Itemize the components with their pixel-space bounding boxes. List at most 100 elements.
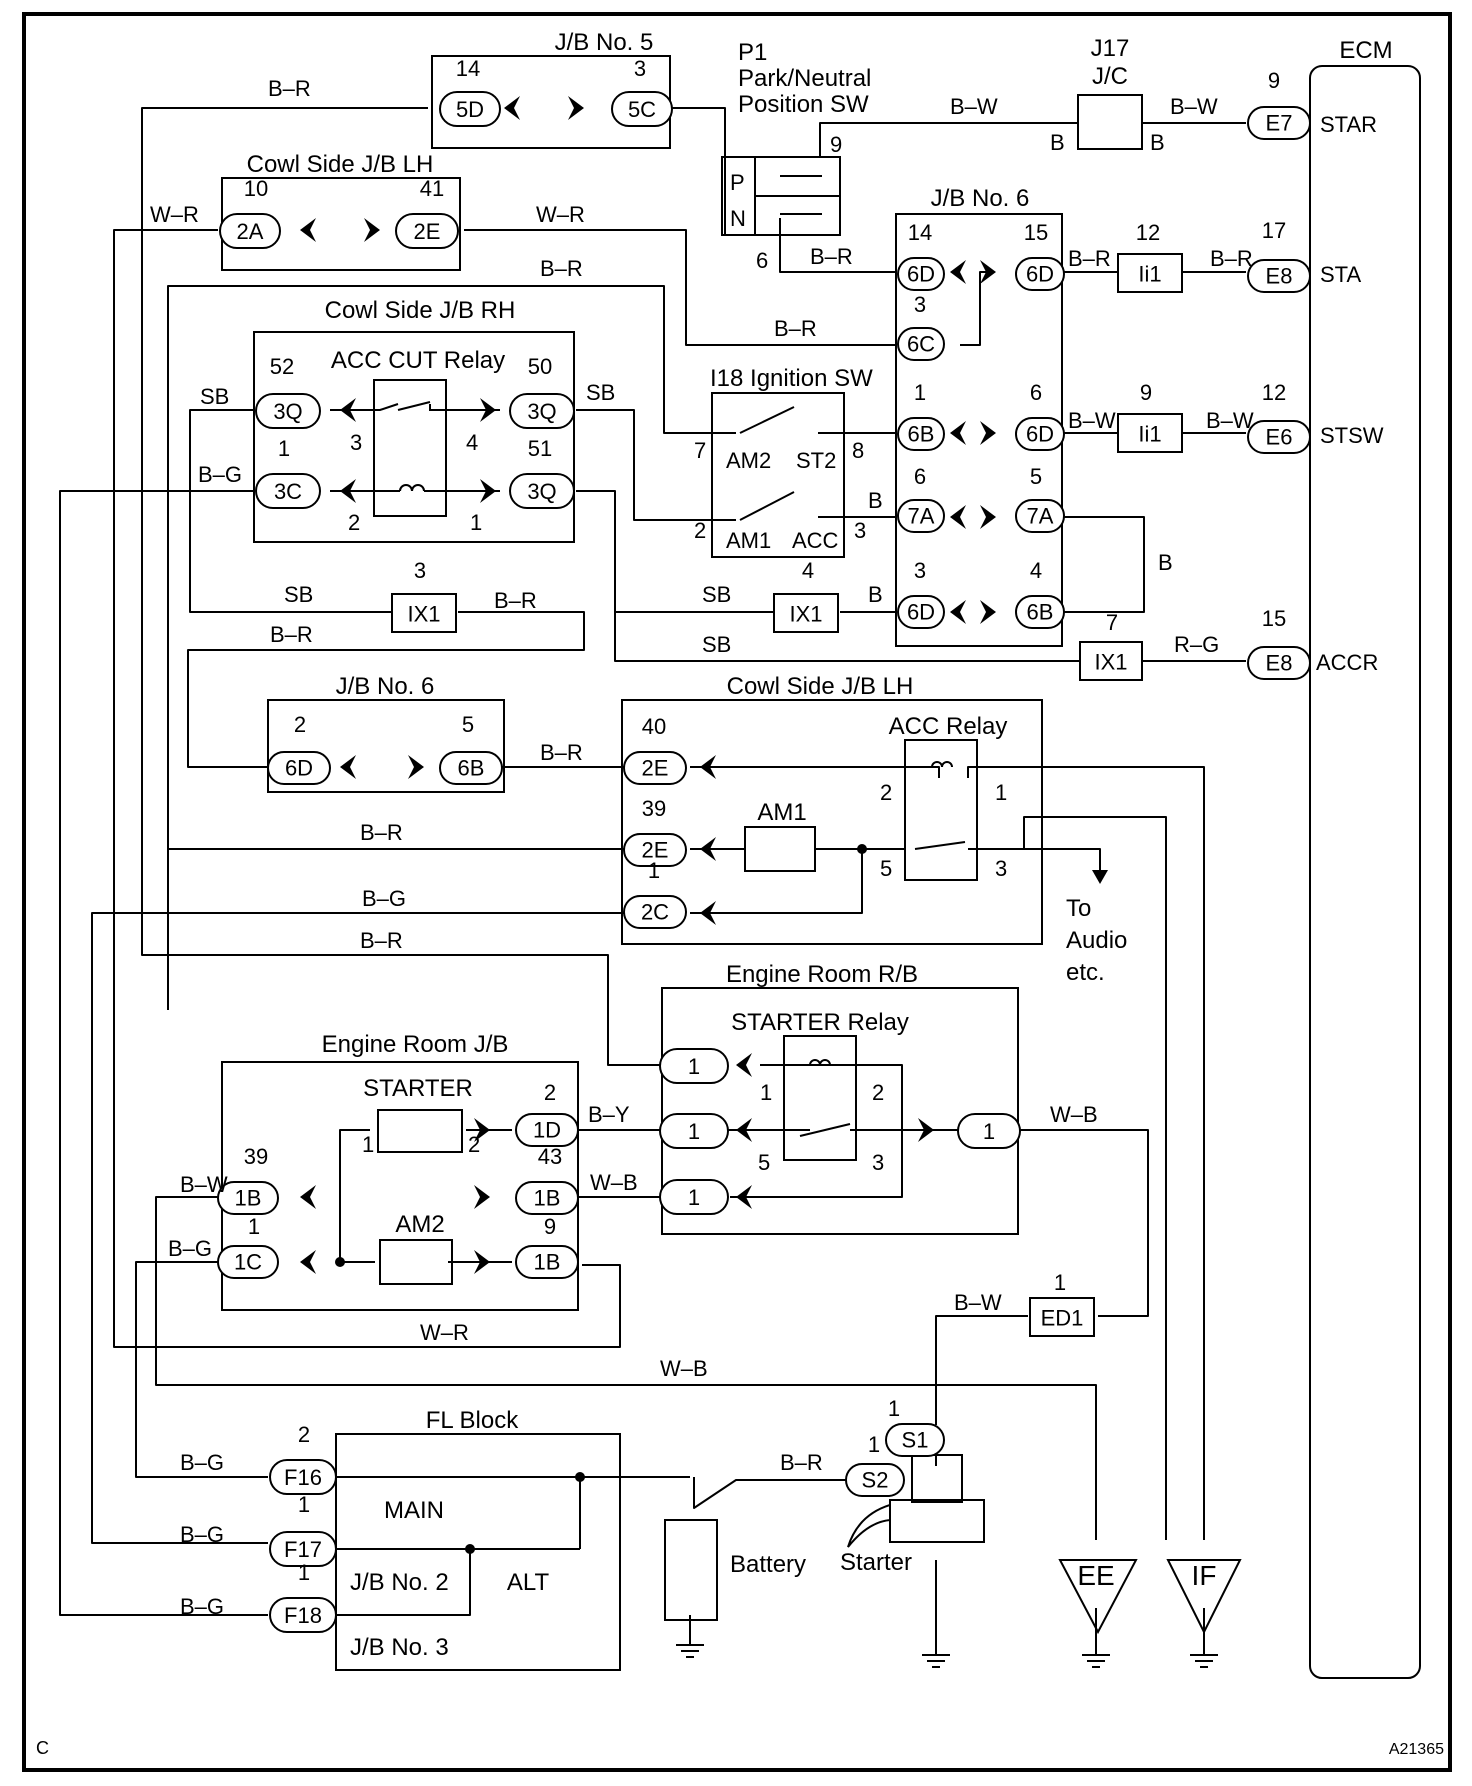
connector-arrow bbox=[950, 505, 966, 529]
connector-arrow bbox=[300, 1185, 316, 1209]
pin-number: 3 bbox=[414, 558, 426, 583]
terminal-label: 2 bbox=[694, 518, 706, 543]
unit-label: Engine Room R/B bbox=[726, 961, 918, 988]
connector-2e: 2E bbox=[642, 756, 669, 781]
junction-dot bbox=[335, 1257, 345, 1267]
am1-fuse-box bbox=[744, 826, 816, 872]
pin-number: 1 bbox=[248, 1214, 260, 1239]
unit-label: etc. bbox=[1066, 959, 1105, 986]
unit-label: FL Block bbox=[426, 1407, 519, 1434]
wire-color: B–G bbox=[180, 1522, 224, 1547]
ground-if: IF bbox=[1192, 1560, 1217, 1591]
terminal-label: 1 bbox=[760, 1080, 772, 1105]
unit-label: Cowl Side J/B LH bbox=[247, 151, 434, 178]
connector-arrow bbox=[364, 218, 380, 242]
wire-color: B–W bbox=[950, 94, 998, 119]
connector-arrow bbox=[736, 1053, 752, 1077]
connector-6d: 6D bbox=[1026, 262, 1054, 287]
connector-arrow bbox=[474, 1250, 490, 1274]
unit-label: ACC Relay bbox=[889, 713, 1008, 740]
terminal-label: AM1 bbox=[726, 528, 771, 553]
connector-1c-pill bbox=[217, 1245, 279, 1279]
starter-relay-box bbox=[783, 1035, 857, 1161]
connector-7a-pill bbox=[897, 499, 945, 533]
wire-color: B–Y bbox=[588, 1102, 630, 1127]
connector-3q: 3Q bbox=[273, 399, 302, 424]
connector-s1: S1 bbox=[902, 1428, 929, 1453]
connector-arrow bbox=[340, 479, 356, 503]
connector-6c: 6C bbox=[907, 332, 935, 357]
terminal-label: 5 bbox=[880, 856, 892, 881]
junction-dot bbox=[857, 844, 867, 854]
connector-f17-pill bbox=[269, 1531, 337, 1567]
unit-label: AM1 bbox=[757, 799, 806, 826]
wire-color: B bbox=[868, 582, 883, 607]
connector-s2-pill bbox=[845, 1463, 905, 1497]
unit-label: To bbox=[1066, 895, 1091, 922]
connector-e8-pill bbox=[1247, 259, 1311, 293]
wire-color: W–B bbox=[590, 1170, 638, 1195]
connector-5d-pill bbox=[439, 91, 501, 127]
unit-label: P1 bbox=[738, 39, 767, 66]
pin-number: 1 bbox=[868, 1432, 880, 1457]
pin-number: 15 bbox=[1024, 220, 1048, 245]
connector-1: 1 bbox=[688, 1185, 700, 1210]
connector-6c-pill bbox=[897, 327, 945, 361]
terminal-label: STAR bbox=[1320, 112, 1377, 137]
unit-label: J/B No. 3 bbox=[350, 1634, 449, 1661]
connector-e7-pill bbox=[1247, 106, 1311, 140]
connector-ix1: IX1 bbox=[1094, 649, 1127, 674]
pin-number: 14 bbox=[456, 56, 480, 81]
unit-label: ACC CUT Relay bbox=[331, 347, 505, 374]
connector-s1-pill bbox=[885, 1423, 945, 1457]
terminal-label: ST2 bbox=[796, 448, 836, 473]
connector-6d-pill bbox=[267, 751, 331, 785]
unit-label: J/B No. 6 bbox=[931, 185, 1030, 212]
pin-number: 9 bbox=[544, 1214, 556, 1239]
wire-color: B–R bbox=[360, 820, 403, 845]
unit-label: J17 bbox=[1091, 35, 1130, 62]
connector-7a: 7A bbox=[908, 504, 935, 529]
connector-5c-pill bbox=[611, 91, 673, 127]
connector-3q-pill bbox=[509, 393, 575, 429]
pin-number: 3 bbox=[914, 292, 926, 317]
pin-number: 14 bbox=[908, 220, 932, 245]
connector-1b-pill bbox=[515, 1181, 579, 1215]
terminal-label: STSW bbox=[1320, 423, 1384, 448]
terminal-label: 4 bbox=[466, 430, 478, 455]
acc-relay-box bbox=[904, 739, 978, 881]
pin-number: 4 bbox=[1030, 558, 1042, 583]
terminal-label: 1 bbox=[362, 1132, 374, 1157]
terminal-label: 2 bbox=[348, 510, 360, 535]
pin-number: 41 bbox=[420, 176, 444, 201]
connector-1d-pill bbox=[515, 1113, 579, 1147]
outer-frame bbox=[22, 12, 1452, 1772]
pin-number: 15 bbox=[1262, 606, 1286, 631]
unit-label: I18 Ignition SW bbox=[710, 365, 873, 392]
pin-number: 1 bbox=[298, 1492, 310, 1517]
connector-f18: F18 bbox=[284, 1603, 322, 1628]
wire-color: B–G bbox=[168, 1236, 212, 1261]
wire-color: W–B bbox=[660, 1356, 708, 1381]
wire-color: B–R bbox=[270, 622, 313, 647]
pin-number: 39 bbox=[244, 1144, 268, 1169]
audio-arrow bbox=[1092, 870, 1108, 884]
terminal-label: 2 bbox=[880, 780, 892, 805]
unit-label: AM2 bbox=[395, 1211, 444, 1238]
terminal-label: 3 bbox=[995, 856, 1007, 881]
connector-3q-pill bbox=[255, 393, 321, 429]
connector-ix1-box bbox=[773, 593, 839, 633]
wire-color: B–R bbox=[360, 928, 403, 953]
connector-5d: 5D bbox=[456, 97, 484, 122]
connector-6d: 6D bbox=[907, 262, 935, 287]
unit-label: ALT bbox=[507, 1569, 550, 1596]
connector-6d: 6D bbox=[1026, 422, 1054, 447]
connector-2e-pill bbox=[395, 213, 459, 249]
connector-e8: E8 bbox=[1266, 651, 1293, 676]
pin-number: 12 bbox=[1136, 220, 1160, 245]
connector-arrow bbox=[918, 1118, 934, 1142]
junction-dot bbox=[465, 1544, 475, 1554]
unit-label: Position SW bbox=[738, 91, 869, 118]
ground-ee: EE bbox=[1077, 1560, 1114, 1591]
